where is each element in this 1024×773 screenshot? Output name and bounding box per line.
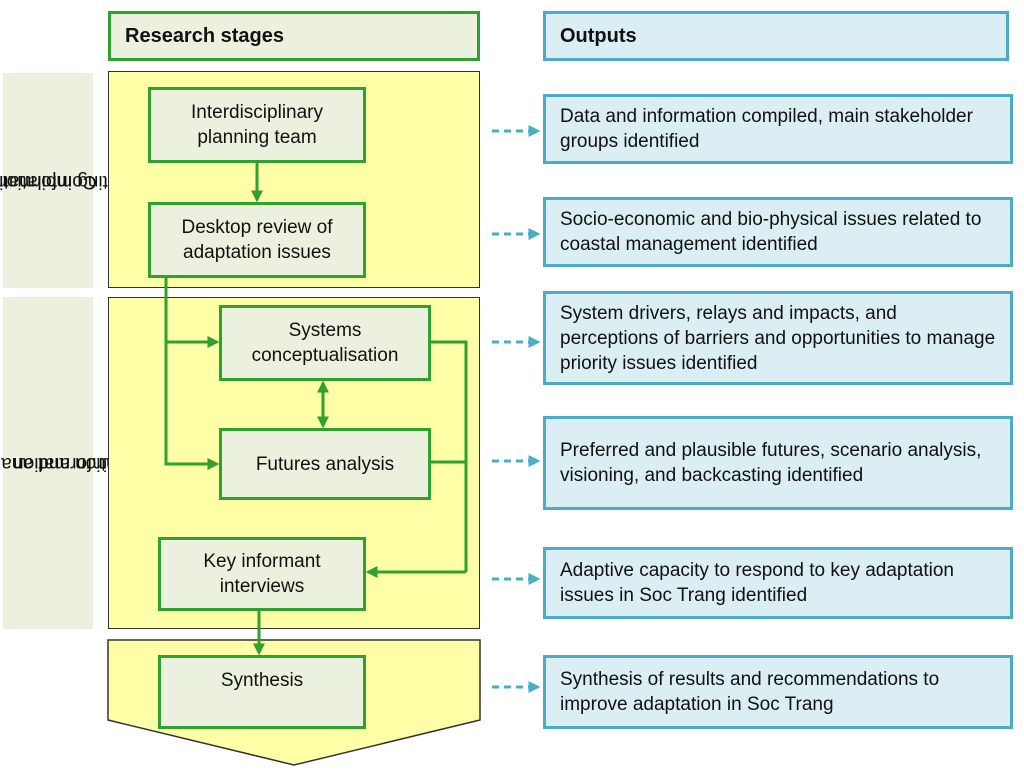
stage-futures-label: Futures analysis [255, 453, 395, 475]
output-6-text: Synthesis of results and recommendations… [560, 669, 940, 715]
outputs-header-label: Outputs [560, 24, 637, 47]
output-3-text: System drivers, relays and impacts, and … [560, 302, 996, 374]
line-desktop-branch [164, 278, 220, 470]
stage-synthesis: Synthesis [158, 655, 366, 729]
output-3: System drivers, relays and impacts, and … [543, 291, 1013, 385]
output-5: Adaptive capacity to respond to key adap… [543, 547, 1013, 619]
output-4: Preferred and plausible futures, scenari… [543, 416, 1013, 510]
output-2-text: Socio-economic and bio-physical issues r… [560, 209, 982, 255]
outputs-header: Outputs [543, 11, 1009, 61]
research-stages-header: Research stages [108, 11, 480, 61]
stage-desktop-review: Desktop review of adaptation issues [148, 202, 366, 278]
output-2: Socio-economic and bio-physical issues r… [543, 197, 1013, 267]
generation-phase-label: Generation and analysis of new informati… [0, 297, 169, 629]
output-1: Data and information compiled, main stak… [543, 94, 1013, 164]
stage-systems-label: Systems conceptualisation [251, 320, 399, 366]
stage-key-informant-label: Key informant interviews [203, 551, 321, 597]
output-6: Synthesis of results and recommendations… [543, 655, 1013, 729]
stage-desktop-review-label: Desktop review of adaptation issues [181, 217, 333, 263]
line-systems-right [431, 340, 468, 572]
stage-systems-conceptualisation: Systems conceptualisation [219, 305, 431, 381]
research-stages-header-label: Research stages [125, 24, 284, 47]
output-1-text: Data and information compiled, main stak… [560, 106, 973, 152]
compilation-phase-label: Compilation of existing information [0, 73, 142, 288]
stage-planning-team: Interdisciplinary planning team [148, 87, 366, 163]
output-5-text: Adaptive capacity to respond to key adap… [560, 560, 954, 606]
stage-planning-team-label: Interdisciplinary planning team [191, 102, 323, 148]
stage-futures-analysis: Futures analysis [219, 428, 431, 500]
stage-key-informant: Key informant interviews [158, 537, 366, 611]
output-4-text: Preferred and plausible futures, scenari… [560, 440, 982, 486]
stage-synthesis-label: Synthesis [220, 670, 304, 691]
